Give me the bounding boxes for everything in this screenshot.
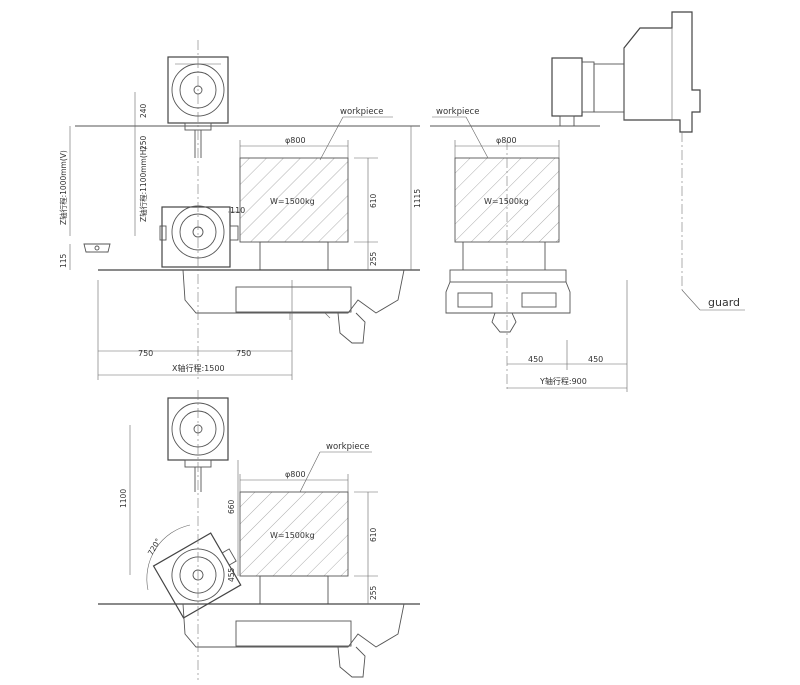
dim-450-left: 450 <box>528 355 543 364</box>
angle-label: 720° <box>146 537 163 557</box>
dim-255-front: 255 <box>369 251 378 266</box>
column-view: guard <box>551 11 745 311</box>
dim-1115: 1115 <box>413 189 422 208</box>
spindle-head-bottom <box>159 205 239 268</box>
dim-750-left: 750 <box>138 349 153 358</box>
workpiece-label-tilt: workpiece <box>326 442 369 452</box>
dim-455: 455 <box>227 567 236 582</box>
dim-660: 660 <box>227 499 236 514</box>
dim-115: 115 <box>59 253 68 268</box>
workpiece-label-front: workpiece <box>340 107 383 117</box>
dim-240: 240 <box>139 103 148 118</box>
dim-250: 250 <box>139 135 148 150</box>
weight-label-tilt: W=1500kg <box>270 531 315 540</box>
workpiece-label-side: workpiece <box>436 107 479 117</box>
diameter-label-tilt: φ800 <box>285 470 306 479</box>
z-travel-h-label: Z轴行程:1100mm(H) <box>138 147 148 222</box>
weight-label-front: W=1500kg <box>270 197 315 206</box>
dim-1100: 1100 <box>119 489 128 508</box>
diameter-label-side: φ800 <box>496 136 517 145</box>
probe-device <box>83 243 111 253</box>
diameter-label-front: φ800 <box>285 136 306 145</box>
side-view: workpiece φ800 W=1500kg 450 450 Y轴行程:900 <box>430 107 628 392</box>
dim-750-right: 750 <box>236 349 251 358</box>
dim-610-front: 610 <box>369 193 378 208</box>
guard-label: guard <box>708 296 740 309</box>
z-travel-v-label: Z轴行程:1000mm(V) <box>58 150 68 225</box>
dim-610-tilt: 610 <box>369 527 378 542</box>
front-view: workpiece φ800 W=1500kg 110 750 750 X轴行程… <box>58 40 422 380</box>
dim-255-tilt: 255 <box>369 585 378 600</box>
weight-label-side: W=1500kg <box>484 197 529 206</box>
workpiece-front <box>239 157 349 243</box>
tilt-view: workpiece φ800 W=1500kg 1100 660 455 610… <box>98 390 420 680</box>
dim-110: 110 <box>230 206 245 215</box>
spindle-head-tilted <box>152 532 242 619</box>
machine-base-front <box>98 269 420 344</box>
y-travel-label: Y轴行程:900 <box>539 376 587 386</box>
dim-450-right: 450 <box>588 355 603 364</box>
workpiece-tilt <box>239 491 349 577</box>
x-travel-label: X轴行程:1500 <box>172 363 225 373</box>
